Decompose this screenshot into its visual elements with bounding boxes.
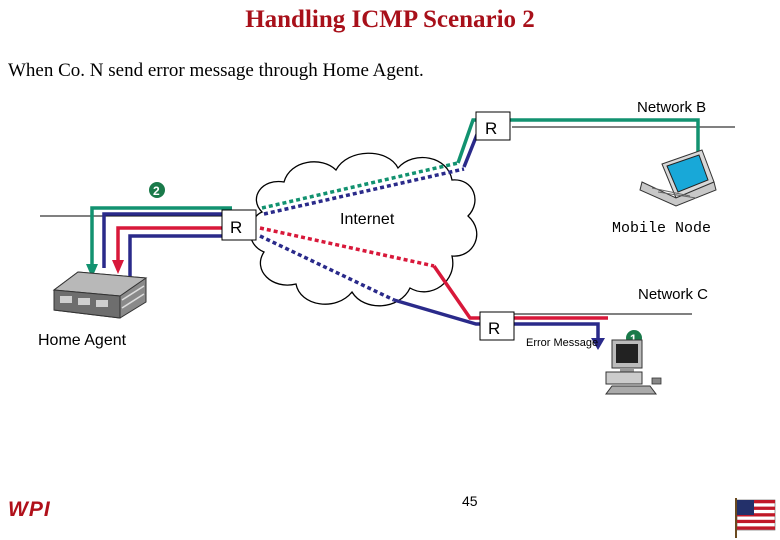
router-home-label: R — [230, 218, 242, 237]
router-network-b-label: R — [485, 119, 497, 138]
path-red-network-c — [432, 265, 482, 320]
red-arrow-head — [112, 260, 124, 274]
error-arrow-head — [591, 338, 605, 350]
path-navy-home — [102, 212, 232, 268]
page-number: 45 — [462, 493, 478, 509]
path-navy-to-node — [512, 322, 600, 342]
router-network-c — [479, 311, 515, 341]
step-2-badge — [149, 182, 165, 198]
error-message-label: Error Message — [526, 337, 598, 349]
path-navy-network-c — [393, 298, 484, 326]
slide-title: Handling ICMP Scenario 2 — [245, 6, 535, 33]
mobile-node-label: Mobile Node — [612, 220, 711, 237]
slide-subtitle: When Co. N send error message through Ho… — [8, 60, 424, 81]
network-b-label: Network B — [637, 99, 706, 116]
path-green-network-b — [456, 118, 700, 164]
path-navy-dotted-lower — [259, 234, 395, 302]
path-red-home — [116, 226, 232, 262]
internet-label: Internet — [340, 211, 395, 228]
laptop-icon — [639, 149, 717, 207]
internet-cloud — [249, 152, 478, 307]
desktop-computer-icon — [605, 339, 662, 395]
wpi-logo: WPI — [8, 498, 51, 521]
router-home — [221, 209, 257, 241]
green-arrow-head — [86, 264, 98, 278]
path-navy-home-outer — [128, 234, 232, 292]
step-1-number: 1 — [630, 332, 637, 346]
path-red-dotted — [259, 226, 435, 268]
us-flag-icon — [735, 498, 776, 538]
network-c-label: Network C — [638, 286, 708, 303]
server-rack-icon — [52, 271, 148, 319]
router-network-b — [475, 111, 511, 141]
path-navy-dotted-upper — [263, 167, 465, 216]
step-2-number: 2 — [153, 184, 160, 198]
path-green-dotted — [261, 161, 459, 210]
router-network-c-label: R — [488, 319, 500, 338]
home-agent-label: Home Agent — [38, 332, 127, 349]
